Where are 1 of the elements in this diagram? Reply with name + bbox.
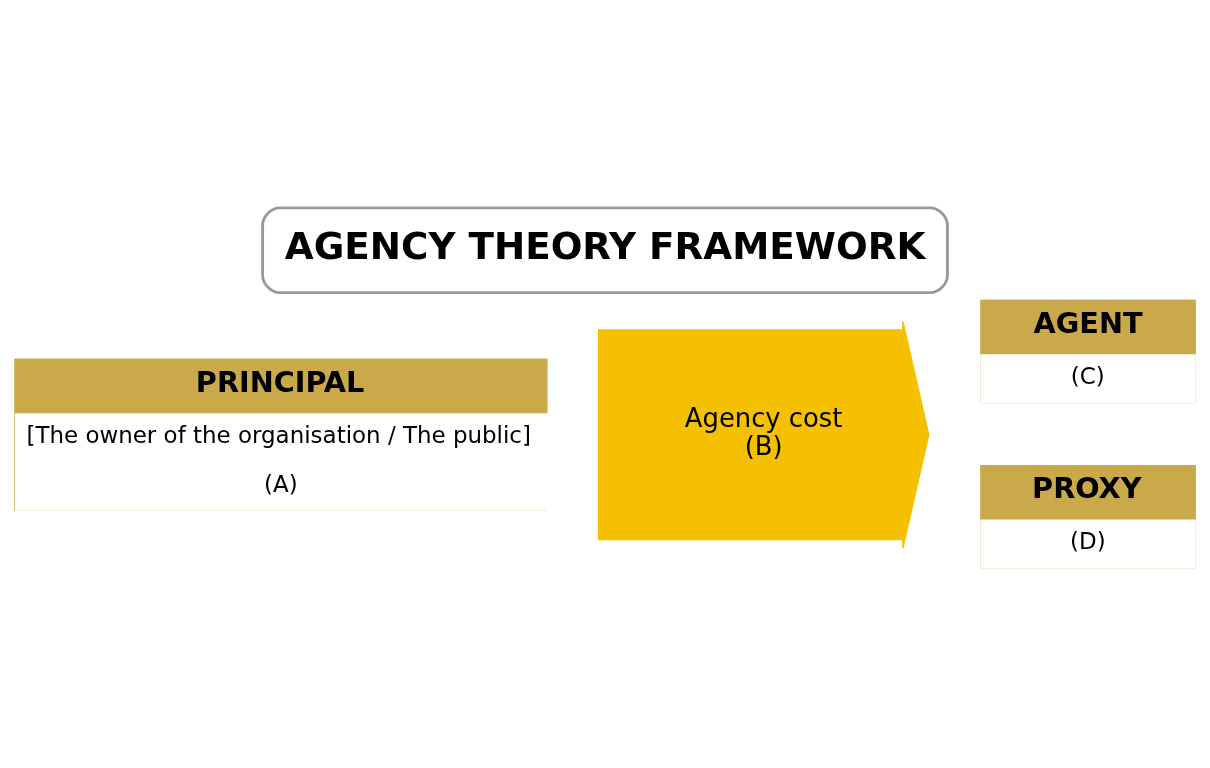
diagram-title: AGENCY THEORY FRAMEWORK [284, 223, 926, 268]
